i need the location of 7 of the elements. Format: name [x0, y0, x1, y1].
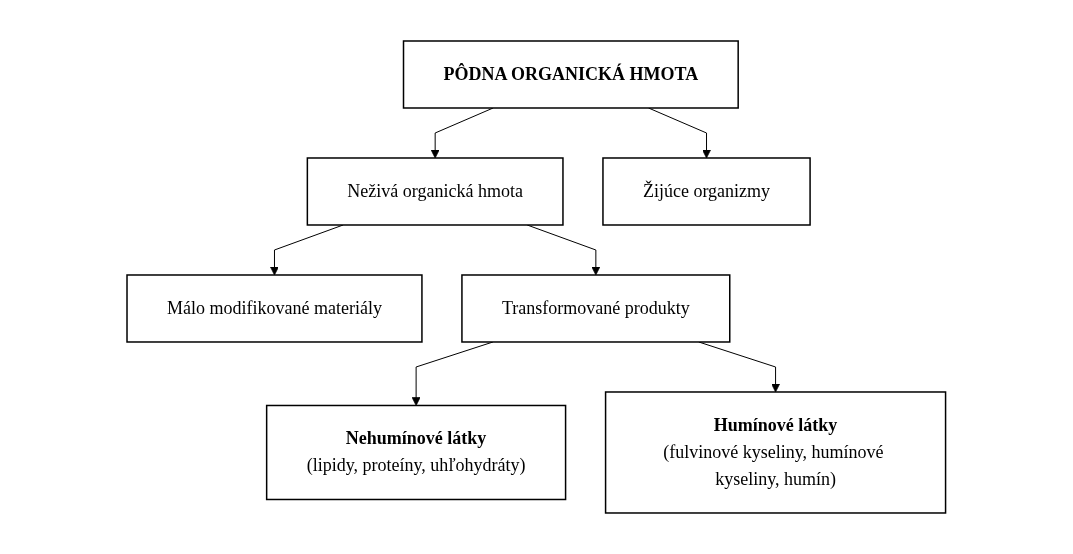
node-box: Neživá organická hmota: [306, 157, 564, 226]
node-box: Nehumínové látky (lipidy, proteíny, uhľohydráty): [266, 404, 567, 501]
node-box: Transformované produkty: [461, 274, 731, 343]
node-box: Žijúce organizmy: [602, 157, 812, 226]
node-box: PÔDNA ORGANICKÁ HMOTA: [402, 40, 740, 109]
node-box: Humínové látky (fulvinové kyseliny, humínové kyseliny, humín): [605, 391, 947, 514]
node-box: Málo modifikované materiály: [126, 274, 423, 343]
